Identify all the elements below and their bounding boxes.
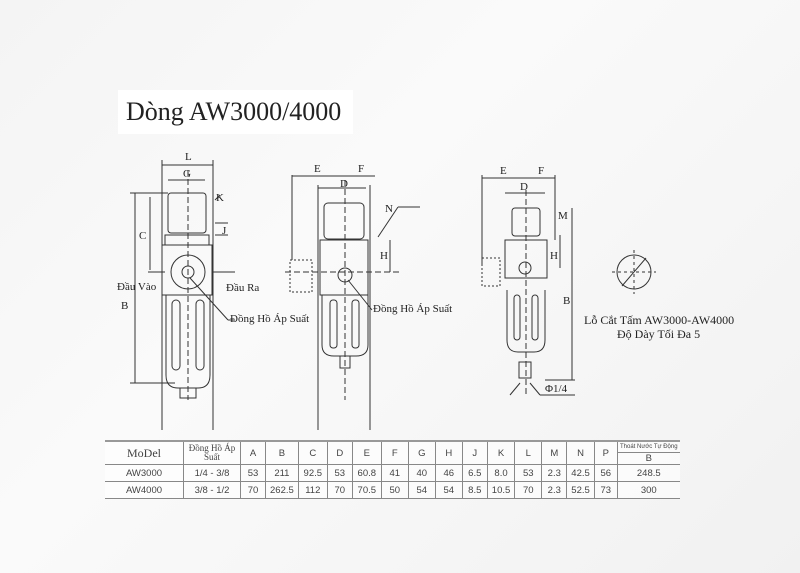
gauge-label: Đồng Hồ Áp Suất	[373, 303, 453, 315]
col-j: J	[461, 440, 488, 465]
dim-C: C	[139, 230, 147, 242]
col-n: N	[566, 440, 595, 465]
panel-cutout-title: Lỗ Cắt Tấm AW3000-AW4000	[584, 313, 735, 327]
table-cell: 92.5	[297, 464, 328, 482]
table-cell: 56	[593, 464, 618, 482]
table-cell: 42.5	[566, 464, 595, 482]
front-view	[130, 160, 235, 430]
table-cell: 60.8	[351, 464, 382, 482]
dim-E: E	[500, 165, 507, 177]
table-cell: 112	[297, 481, 328, 499]
col-gauge: Đồng Hồ Áp Suất	[183, 440, 241, 465]
table-cell: 52.5	[566, 481, 595, 499]
table-cell: 1/4 - 3/8	[183, 464, 241, 482]
col-d: D	[326, 440, 353, 465]
table-cell: 53	[326, 464, 353, 482]
table-cell: 262.5	[265, 481, 299, 499]
outlet-label: Đầu Ra	[226, 282, 260, 294]
table-cell: 70	[514, 481, 542, 499]
table-cell: 53	[240, 464, 266, 482]
dim-J: J	[222, 225, 227, 237]
dim-F: F	[358, 163, 365, 175]
table-cell: 50	[380, 481, 409, 499]
gauge-label: Đồng Hồ Áp Suất	[230, 313, 310, 325]
spec-table: MoDel Đồng Hồ Áp Suất A B C D E F G H J …	[105, 440, 680, 499]
dim-L: L	[185, 151, 192, 163]
table-cell: AW3000	[105, 464, 184, 482]
table-cell: 40	[407, 464, 436, 482]
table-cell: 3/8 - 1/2	[183, 481, 241, 499]
col-p: P	[593, 440, 618, 465]
dim-K: K	[216, 192, 224, 204]
port-size-label: Φ1/4	[545, 383, 568, 395]
page-title: Dòng AW3000/4000	[118, 90, 353, 134]
drain-header: Thoát Nước Tự Động	[620, 443, 678, 450]
table-cell: 211	[265, 464, 299, 482]
col-f: F	[380, 440, 409, 465]
col-m: M	[541, 440, 567, 465]
dim-B: B	[563, 295, 571, 307]
dim-M: M	[558, 210, 568, 222]
table-cell: 70.5	[351, 481, 382, 499]
col-c: C	[297, 440, 328, 465]
dim-H: H	[380, 250, 388, 262]
table-cell: 54	[407, 481, 436, 499]
table-cell: 8.0	[486, 464, 515, 482]
col-b: B	[265, 440, 299, 465]
table-cell-drain: 248.5	[616, 464, 680, 482]
table-cell: 70	[326, 481, 353, 499]
table-cell: 46	[434, 464, 463, 482]
dim-H: H	[550, 250, 558, 262]
col-l: L	[514, 440, 542, 465]
dim-E: E	[314, 163, 321, 175]
rear-view	[481, 175, 575, 396]
col-a: A	[240, 440, 266, 465]
table-cell: 54	[434, 481, 463, 499]
col-h: H	[434, 440, 463, 465]
dim-N: N	[385, 203, 393, 215]
dim-D: D	[340, 178, 348, 190]
col-k: K	[486, 440, 515, 465]
table-cell: 73	[593, 481, 618, 499]
table-cell: AW4000	[105, 481, 184, 499]
side-view	[285, 175, 420, 430]
inlet-label: Đầu Vào	[117, 281, 157, 293]
panel-thickness: Độ Dày Tối Đa 5	[617, 327, 701, 341]
col-e: E	[351, 440, 382, 465]
dim-B: B	[121, 300, 129, 312]
table-cell-drain: 300	[616, 481, 680, 499]
col-g: G	[407, 440, 436, 465]
table-header: MoDel Đồng Hồ Áp Suất A B C D E F G H J …	[105, 440, 680, 465]
table-cell: 6.5	[461, 464, 488, 482]
col-model: MoDel	[105, 440, 184, 465]
dim-D: D	[520, 181, 528, 193]
table-cell: 2.3	[541, 481, 567, 499]
table-cell: 10.5	[486, 481, 515, 499]
table-cell: 8.5	[461, 481, 488, 499]
drain-sub: B	[617, 451, 680, 464]
dim-G: G	[183, 168, 191, 180]
table-cell: 41	[380, 464, 409, 482]
table-cell: 53	[514, 464, 542, 482]
table-cell: 70	[240, 481, 266, 499]
table-cell: 2.3	[541, 464, 567, 482]
dim-F: F	[538, 165, 545, 177]
panel-cutout-icon	[612, 250, 656, 294]
